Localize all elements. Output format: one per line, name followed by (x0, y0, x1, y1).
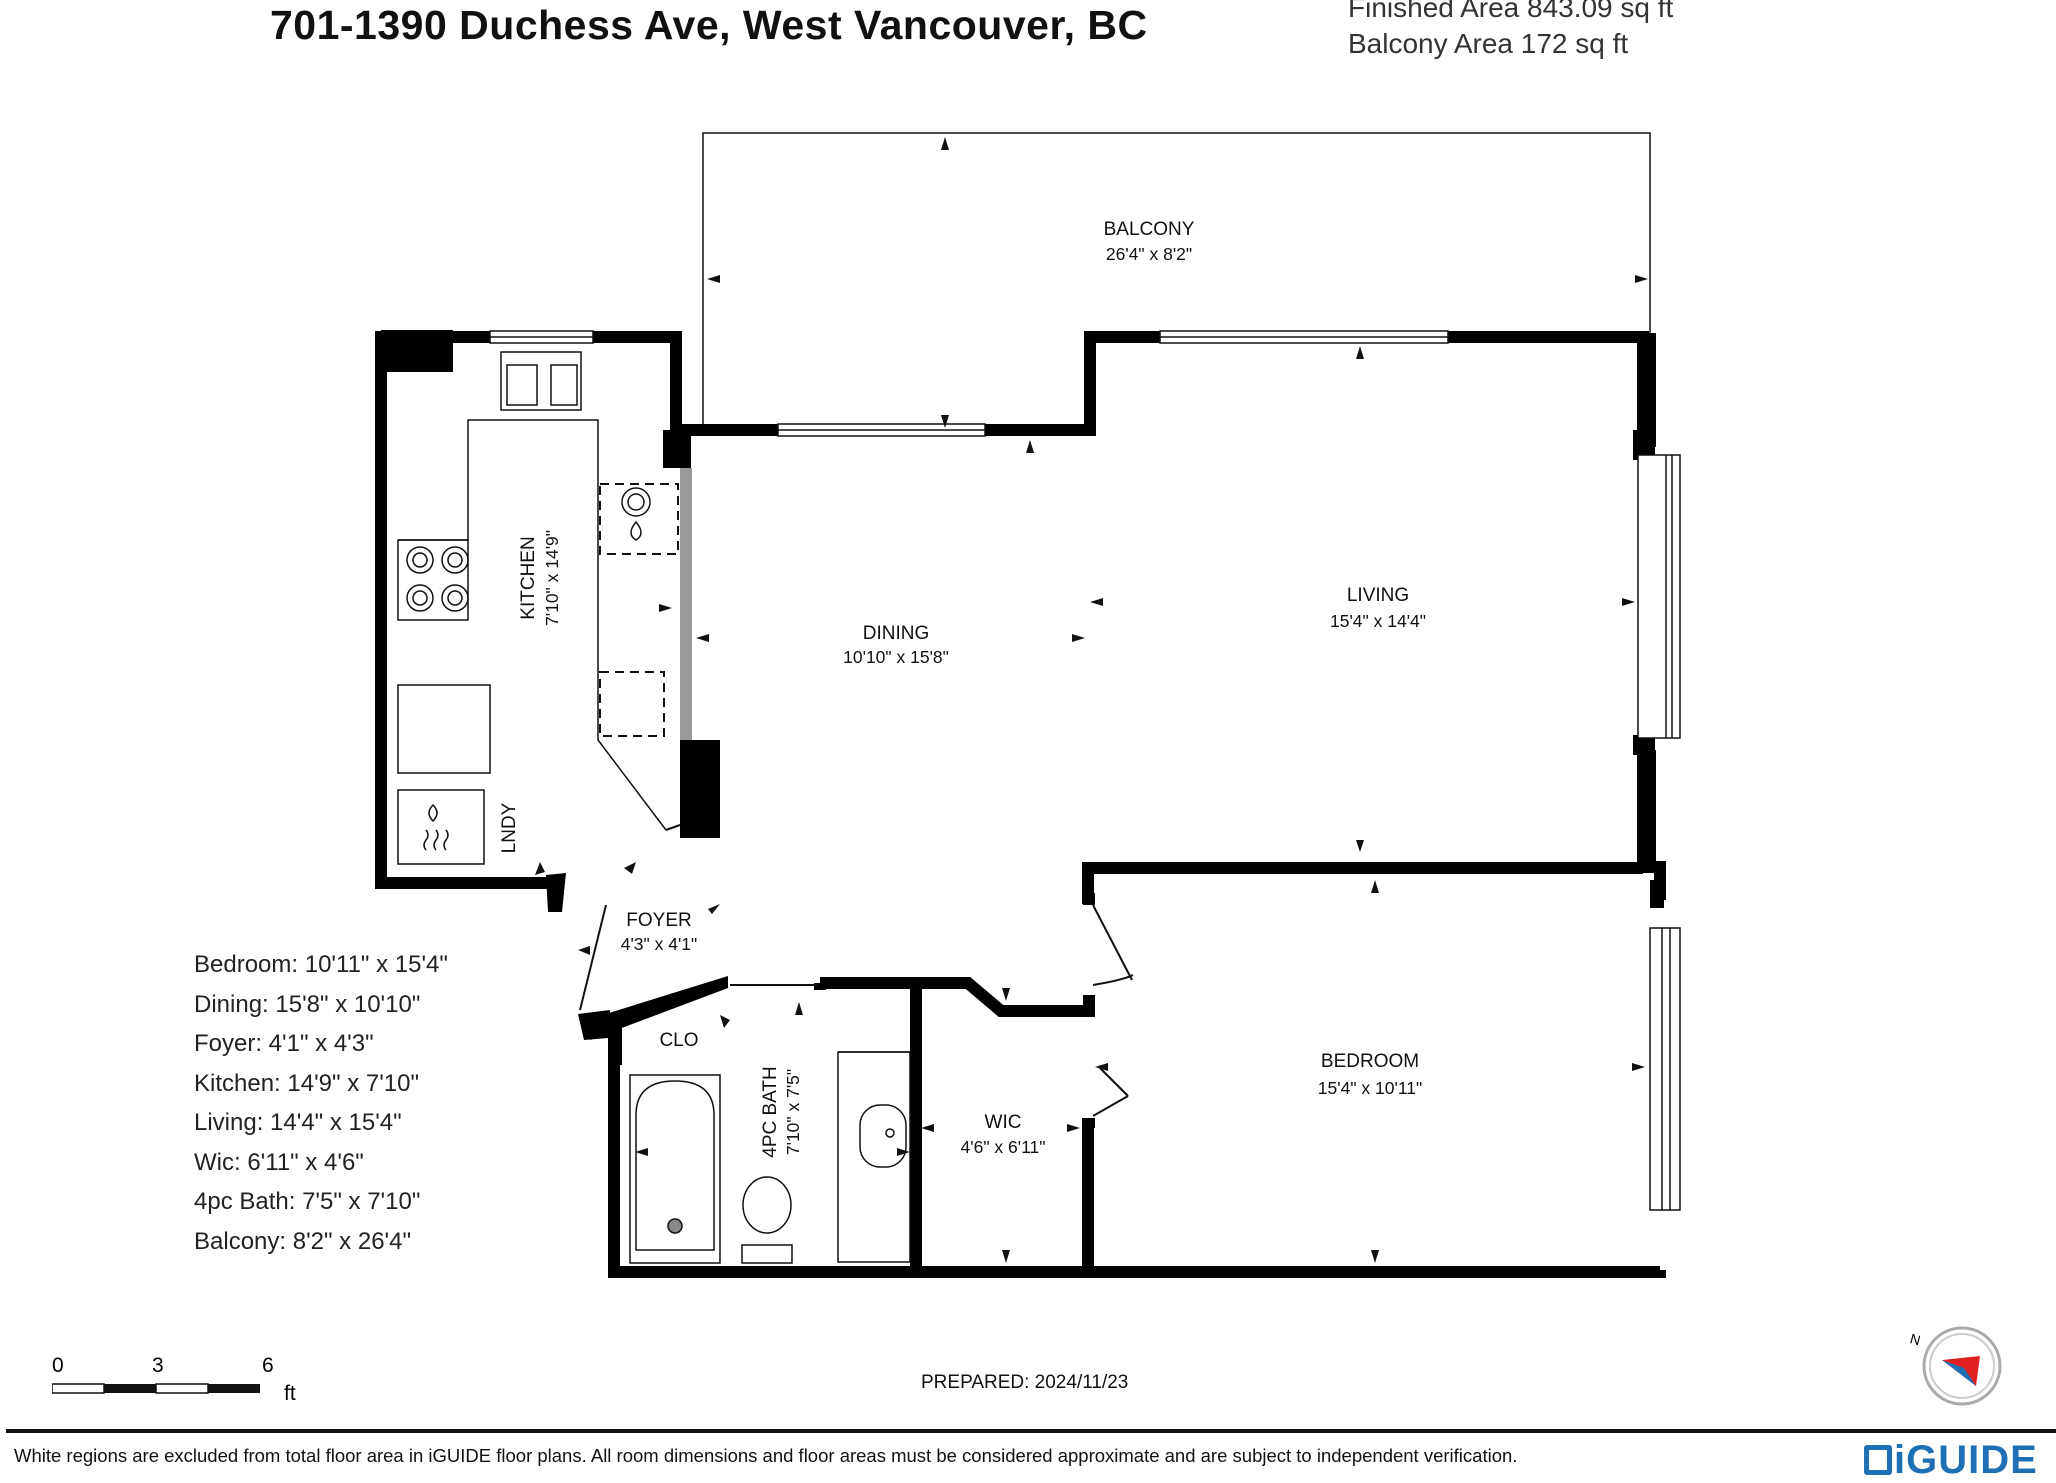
closet-label: CLO (659, 1030, 698, 1051)
kitchen-label: KITCHEN (518, 536, 539, 619)
scale-tick-3: 3 (152, 1354, 164, 1377)
legend-item: 4pc Bath: 7'5" x 7'10" (194, 1188, 421, 1215)
balcony-label: BALCONY (1104, 219, 1195, 240)
living-label: LIVING (1347, 585, 1409, 606)
property-address: 701-1390 Duchess Ave, West Vancouver, BC (270, 2, 1148, 48)
legend-item: Foyer: 4'1" x 4'3" (194, 1030, 374, 1057)
legend-item: Wic: 6'11" x 4'6" (194, 1148, 364, 1176)
foyer-label: FOYER (626, 910, 691, 931)
balcony-outline (702, 132, 1651, 430)
balcony-area: Balcony Area 172 sq ft (1348, 28, 1629, 59)
compass-north-label: N (1908, 1330, 1922, 1348)
doors (579, 824, 1134, 1117)
legend-item: Kitchen: 14'9" x 7'10" (194, 1069, 420, 1097)
iguide-logo-icon (1864, 1445, 1892, 1475)
legend-item: Dining: 15'8" x 10'10" (194, 990, 421, 1018)
kitchen-dims: 7'10" x 14'9" (542, 530, 562, 626)
half-wall (680, 468, 692, 740)
room-dimension-legend: Bedroom: 10'11" x 15'4" Dining: 15'8" x … (194, 945, 448, 1261)
living-dims: 15'4" x 14'4" (1330, 611, 1426, 631)
disclaimer-text: White regions are excluded from total fl… (14, 1445, 1518, 1466)
finished-area: Finished Area 843.09 sq ft (1348, 0, 1674, 23)
prepared-date: PREPARED: 2024/11/23 (921, 1372, 1129, 1393)
kitchen-fixtures (397, 351, 667, 865)
bedroom-label: BEDROOM (1321, 1051, 1419, 1072)
bath-label: 4PC BATH (760, 1066, 781, 1158)
scale-tick-0: 0 (52, 1354, 64, 1377)
footer-divider (6, 1429, 2056, 1433)
scale-unit: ft (284, 1382, 296, 1405)
legend-item: Balcony: 8'2" x 26'4" (194, 1227, 411, 1255)
windows (489, 330, 1681, 1211)
iguide-logo: iGUIDE (1864, 1438, 2038, 1483)
bath-dims: 7'10" x 7'5" (783, 1069, 803, 1155)
legend-item: Living: 14'4" x 15'4" (194, 1109, 402, 1136)
dashed-appliances (599, 483, 679, 737)
balcony-dims: 26'4" x 8'2" (1106, 244, 1192, 264)
legend-item: Bedroom: 10'11" x 15'4" (194, 951, 448, 978)
dining-label: DINING (863, 623, 930, 644)
scale-bar: 0 3 6 ft (52, 1354, 296, 1405)
wic-dims: 4'6" x 6'11" (961, 1137, 1046, 1157)
wic-label: WIC (985, 1112, 1022, 1133)
area-summary: Finished Area 843.09 sq ft Balcony Area … (1348, 0, 1673, 62)
bedroom-dims: 15'4" x 10'11" (1318, 1078, 1422, 1098)
scale-tick-6: 6 (262, 1354, 274, 1377)
foyer-dims: 4'3" x 4'1" (621, 934, 698, 954)
iguide-logo-text: iGUIDE (1894, 1438, 2038, 1482)
floor-plan: BALCONY 26'4" x 8'2" KITCHEN 7'10" x 14'… (375, 132, 1681, 1278)
laundry-label: LNDY (499, 802, 520, 853)
dishwasher (621, 487, 651, 541)
bath-fixtures (629, 1051, 911, 1264)
wall-blocks (381, 330, 1664, 1128)
dimension-arrows (535, 137, 1648, 1263)
compass-icon: N (1908, 1326, 2002, 1406)
dining-dims: 10'10" x 15'8" (843, 647, 949, 667)
